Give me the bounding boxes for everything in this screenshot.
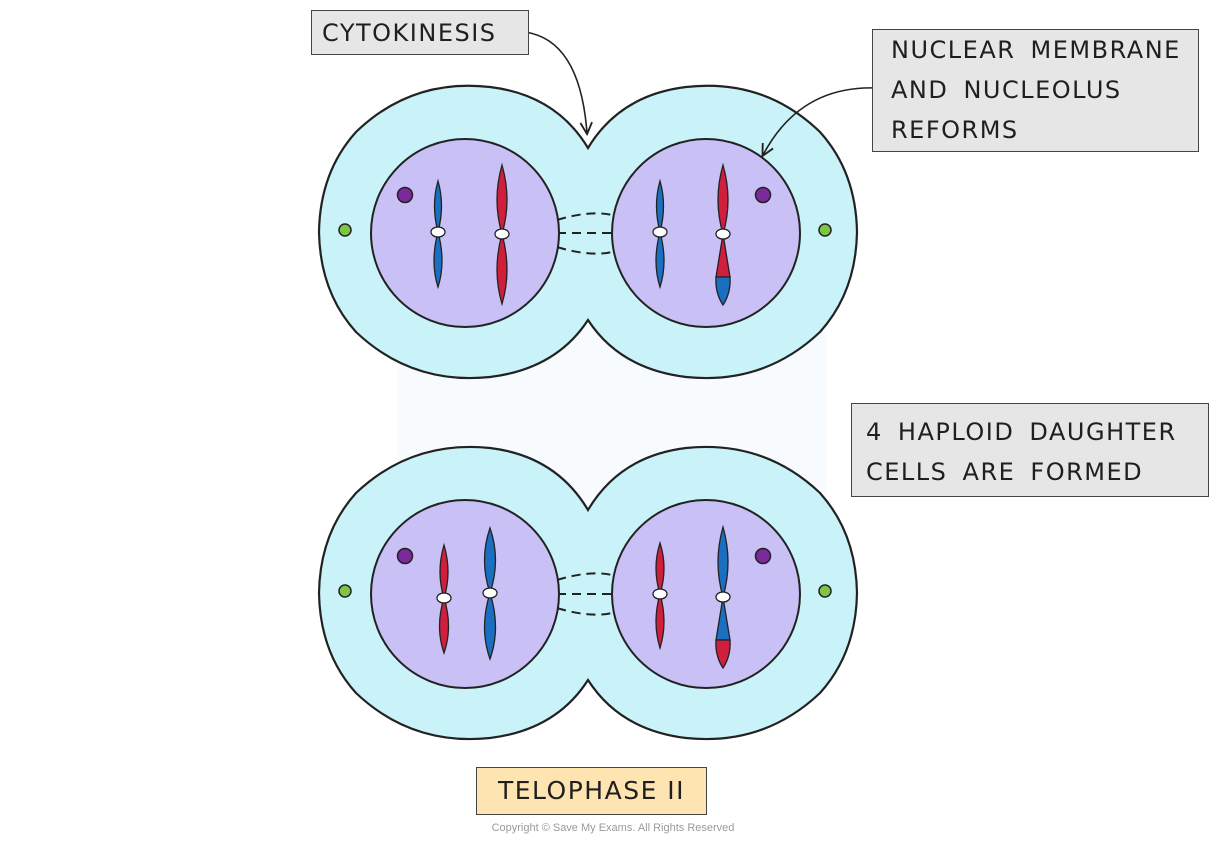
nucleus — [370, 138, 560, 328]
nuclear-reforms-line-3: REFORMS — [891, 116, 1019, 144]
stage-title: TELOPHASE II — [476, 767, 707, 815]
nucleus — [370, 499, 560, 689]
bottom-dividing-cell — [317, 445, 859, 741]
spindle-remnant-lines — [556, 572, 613, 616]
nucleolus — [754, 547, 772, 565]
haploid-line-2: CELLS ARE FORMED — [866, 458, 1144, 486]
centriole-left — [338, 584, 352, 598]
nucleus — [611, 499, 801, 689]
recombinant-red-chromosome — [715, 162, 731, 307]
red-chromosome — [436, 542, 452, 655]
top-dividing-cell — [317, 84, 859, 380]
right-daughter-nucleus — [611, 499, 801, 689]
nuclear-reforms-line-1: NUCLEAR MEMBRANE — [891, 36, 1181, 64]
red-chromosome — [494, 162, 510, 307]
left-daughter-nucleus — [370, 138, 560, 328]
copyright-notice: Copyright © Save My Exams. All Rights Re… — [491, 822, 735, 834]
nucleolus — [396, 547, 414, 565]
nucleus — [611, 138, 801, 328]
centriole-right — [818, 223, 832, 237]
centriole-left — [338, 223, 352, 237]
cytokinesis-label-text: CYTOKINESIS — [322, 19, 497, 47]
red-chromosome — [652, 540, 668, 651]
blue-chromosome — [482, 525, 498, 661]
nuclear-reforms-line-2: AND NUCLEOLUS — [891, 76, 1122, 104]
nucleolus — [754, 186, 772, 204]
right-daughter-nucleus — [611, 138, 801, 328]
left-daughter-nucleus — [370, 499, 560, 689]
haploid-cells-label: 4 HAPLOID DAUGHTER CELLS ARE FORMED — [851, 403, 1209, 497]
haploid-line-1: 4 HAPLOID DAUGHTER — [866, 418, 1177, 446]
centriole-right — [818, 584, 832, 598]
cytokinesis-label: CYTOKINESIS — [311, 10, 529, 55]
recombinant-blue-chromosome — [715, 524, 731, 670]
blue-chromosome — [430, 178, 446, 290]
blue-chromosome — [652, 178, 668, 290]
nuclear-reforms-label: NUCLEAR MEMBRANE AND NUCLEOLUS REFORMS — [872, 29, 1199, 152]
nucleolus — [396, 186, 414, 204]
spindle-remnant-lines — [556, 212, 613, 255]
